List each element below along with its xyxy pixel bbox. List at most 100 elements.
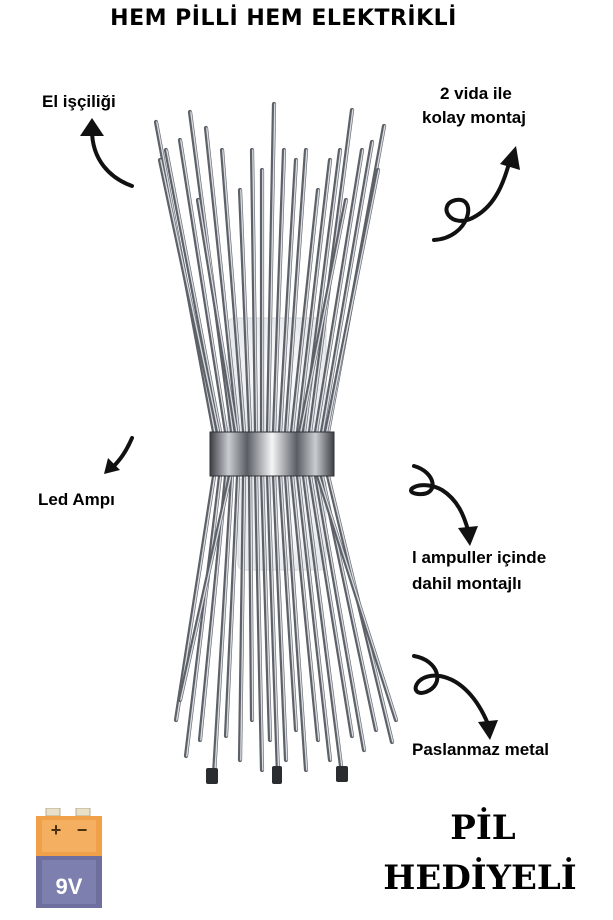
metal-rod-highlight [316,149,364,433]
metal-rod-highlight [180,475,232,701]
arrow-mount [432,158,512,242]
metal-rod [277,473,299,733]
label-stainless: Paslanmaz metal [412,740,550,759]
metal-rod-highlight [198,199,238,433]
metal-rod [319,139,375,435]
arrowhead-bulbs [458,526,478,546]
metal-rod-highlight [262,475,272,741]
metal-rod-highlight [280,159,298,433]
metal-rod [315,473,399,723]
metal-rod [313,147,365,435]
metal-rod-highlight [214,475,234,775]
metal-rod [237,473,247,763]
metal-rod [313,473,367,753]
metal-rod-highlight [316,475,366,751]
arrow-bulbs [409,464,470,532]
battery-terminal-right [75,807,91,817]
metal-rod-highlight [186,475,222,757]
metal-rod [283,147,309,435]
metal-rod [223,473,241,739]
metal-rod-highlight [252,149,258,433]
arrowhead-stainless [478,720,498,740]
metal-rod [203,125,241,435]
battery-plus-label: + [50,820,62,840]
metal-rod [271,473,289,763]
metal-rod [177,473,233,703]
battery-9v-icon: + − 9V [36,807,102,908]
battery-bottom-inner [42,860,96,904]
metal-rod-highlight [304,475,344,775]
metal-rod [295,157,333,435]
battery-terminal-left [45,807,61,817]
metal-rod [289,187,321,435]
metal-rod-highlight [292,189,320,433]
metal-rod [289,473,321,743]
metal-rod [323,167,381,435]
metal-rod-highlight [226,475,240,737]
metal-rod-highlight [206,127,240,433]
metal-rod [211,473,235,777]
battery-top-inner [42,820,96,852]
metal-rod [265,473,281,779]
metal-rod [271,147,287,435]
arrow-led [110,436,134,470]
metal-rod-highlight [326,169,380,433]
rod-feet [206,766,348,784]
label-handcraft: El işçiliği [42,92,116,111]
metal-rod [265,101,277,435]
arrow-handcraft [90,128,134,188]
metal-rod-highlight [292,475,320,741]
metal-rod-highlight [298,475,332,761]
metal-rod [259,473,273,743]
battery-voltage-label: 9V [55,874,83,899]
metal-rod-highlight [318,475,398,721]
metal-rod-highlight [200,475,228,741]
metal-rod [195,197,239,435]
metal-rod-highlight [268,103,276,433]
metal-rod-highlight [274,149,286,433]
metal-rod-highlight [300,199,348,433]
battery-minus-label: − [76,820,88,840]
metal-rod-highlight [286,475,308,771]
metal-rod [183,473,223,759]
metal-rod-highlight [280,475,298,731]
metal-rod [247,473,255,723]
metal-rod-highlight [222,149,246,433]
metal-rod-highlight [298,159,332,433]
metal-rods [153,101,399,779]
label-mount-line1: 2 vida ile [440,84,512,103]
metal-rod-highlight [322,141,374,433]
label-bulbs-line1: l ampuller içinde [412,548,547,567]
arrowhead-mount [500,146,520,170]
metal-rod [301,473,345,777]
metal-rod-highlight [166,149,222,433]
metal-rod-highlight [250,475,254,721]
page-title: HEM PİLLİ HEM ELEKTRİKLİ [110,6,457,31]
metal-rod [283,473,309,773]
arrow-stainless [412,654,490,726]
metal-rod-highlight [256,475,264,771]
metal-rod [295,473,333,763]
metal-rod-highlight [286,149,308,433]
arrowhead-handcraft [80,118,104,136]
metal-rod [277,157,299,435]
metal-rod-highlight [268,475,280,777]
metal-rod-highlight [180,139,228,433]
metal-rod [249,147,259,435]
center-band [209,431,335,477]
metal-rod [173,473,217,723]
metal-rod [157,157,221,435]
promo-line2: HEDİYELİ [383,858,577,898]
promo-line1: PİL [450,808,516,848]
label-mount-line2: kolay montaj [422,108,526,127]
metal-rod [307,473,355,739]
metal-rod-highlight [240,475,246,761]
metal-rod [237,187,253,435]
metal-rod-highlight [160,159,220,433]
metal-rod [297,197,349,435]
arrowhead-led [104,458,120,474]
metal-rod [219,147,247,435]
metal-rod [177,137,229,435]
